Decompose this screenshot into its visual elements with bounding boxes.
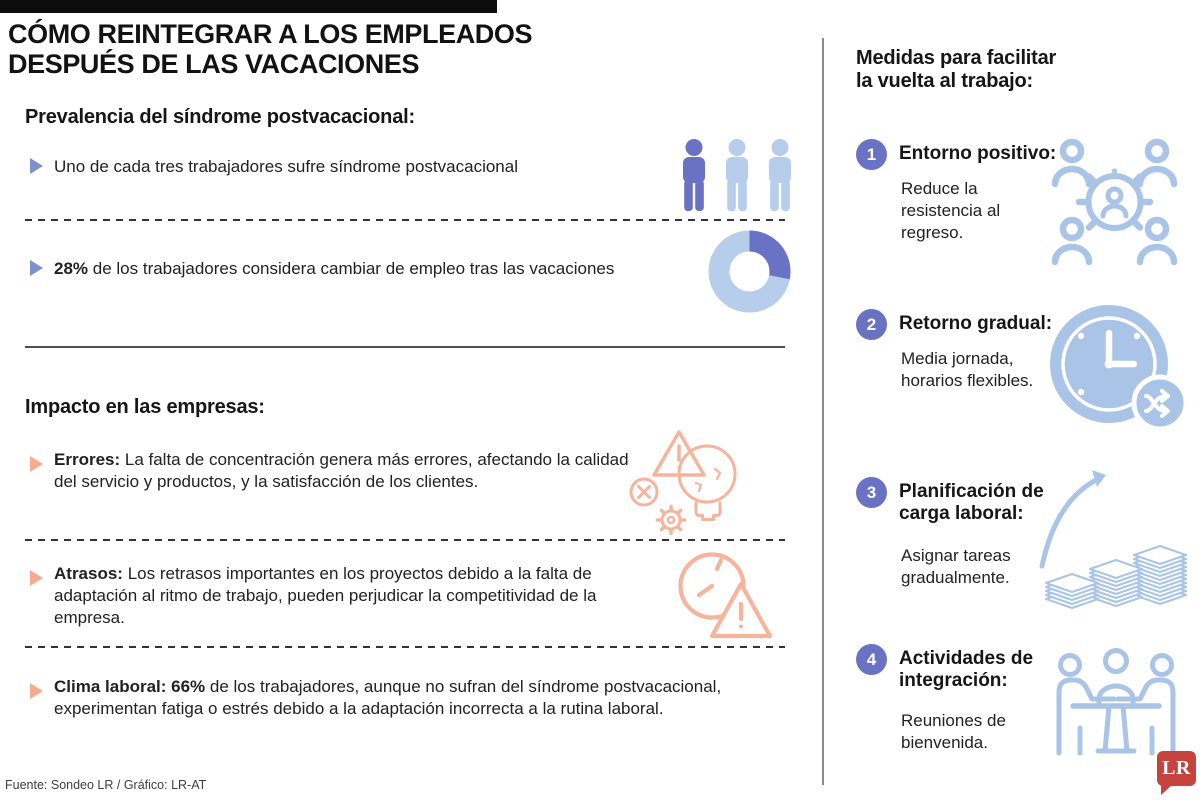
- measures-heading-line1: Medidas para facilitar: [856, 47, 1057, 69]
- flexible-clock-icon: [1050, 305, 1189, 432]
- page-title: CÓMO REINTEGRAR A LOS EMPLEADOS DESPUÉS …: [8, 19, 533, 80]
- measures-heading: Medidas para facilitar la vuelta al trab…: [856, 47, 1056, 93]
- section-divider: [25, 346, 785, 348]
- measure-title: Retorno gradual:: [899, 313, 1053, 334]
- bullet-arrow-icon: [30, 158, 43, 174]
- worker-icon: [769, 139, 791, 211]
- stat2-value: 28%: [54, 259, 89, 278]
- bullet-arrow-icon: [30, 260, 43, 276]
- measure-title: Planificación de carga laboral:: [899, 481, 1044, 525]
- stat1-text: Uno de cada tres trabajadores sufre sínd…: [54, 157, 518, 176]
- source-credit: Fuente: Sondeo LR / Gráfico: LR-AT: [5, 778, 207, 792]
- impact-item: Errores: La falta de concentración gener…: [54, 449, 634, 493]
- impact-item: Atrasos: Los retrasos importantes en los…: [54, 563, 669, 628]
- bullet-arrow-icon: [30, 570, 43, 586]
- bullet-arrow-icon: [30, 456, 43, 472]
- growing-task-stacks-icon: [1039, 470, 1187, 609]
- impact-item-text: de los trabajadores, aunque no sufran de…: [54, 677, 722, 718]
- impact-item-label: Atrasos:: [54, 564, 123, 583]
- stat2-rest: de los trabajadores considera cambiar de…: [88, 259, 615, 278]
- measures-heading-line2: la vuelta al trabajo:: [856, 70, 1033, 92]
- title-line-1: CÓMO REINTEGRAR A LOS EMPLEADOS: [8, 19, 533, 49]
- error-lightbulb-warning-icon: [629, 430, 737, 535]
- dashed-divider: [25, 219, 785, 221]
- step-number-badge: 3: [856, 477, 887, 508]
- measure-description: Media jornada, horarios flexibles.: [901, 349, 1034, 391]
- prevalence-heading: Prevalencia del síndrome postvacacional:: [25, 106, 415, 128]
- team-network-icon: [1051, 138, 1178, 266]
- title-accent-bar: [0, 0, 497, 13]
- step-number-badge: 1: [856, 139, 887, 170]
- measure-description: Reduce la resistencia al regreso.: [901, 179, 1001, 243]
- impact-item-label: Errores:: [54, 450, 121, 469]
- impact-item-label: Clima laboral: 66%: [54, 677, 206, 696]
- measure-title: Actividades de integración:: [899, 648, 1034, 692]
- step-number-badge: 4: [856, 644, 887, 675]
- impact-item: Clima laboral: 66% de los trabajadores, …: [54, 676, 782, 720]
- measure-title: Entorno positivo:: [899, 143, 1057, 164]
- column-divider: [822, 38, 824, 785]
- impact-heading: Impacto en las empresas:: [25, 396, 265, 418]
- welcome-meeting-icon: [1056, 648, 1176, 756]
- title-line-2: DESPUÉS DE LAS VACACIONES: [8, 49, 420, 80]
- dashed-divider: [25, 539, 785, 541]
- measure-description: Reuniones de bienvenida.: [901, 711, 1006, 753]
- bullet-arrow-icon: [30, 683, 43, 699]
- dashed-divider: [25, 646, 785, 648]
- delay-clock-warning-icon: [678, 552, 773, 639]
- worker-icon-highlighted: [683, 139, 705, 211]
- impact-item-text: La falta de concentración genera más err…: [54, 450, 629, 491]
- worker-icon: [726, 139, 748, 211]
- step-number-badge: 2: [856, 309, 887, 340]
- measure-description: Asignar tareas gradualmente.: [901, 546, 1011, 588]
- donut-chart: [708, 230, 791, 313]
- lr-logo: LR: [1157, 751, 1196, 795]
- three-workers-pictogram: [676, 139, 798, 212]
- impact-item-text: Los retrasos importantes en los proyecto…: [54, 564, 597, 627]
- stat2-text: 28% de los trabajadores considera cambia…: [54, 258, 654, 280]
